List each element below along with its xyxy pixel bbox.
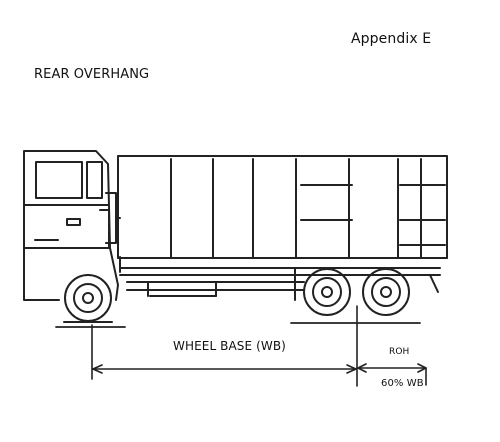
wheel-icon — [303, 268, 351, 316]
ground-line — [55, 322, 421, 328]
rear-overhang-label: ROH — [389, 347, 410, 357]
wheel-icon — [362, 268, 410, 316]
rear-overhang-dimension — [357, 363, 427, 386]
truck-body — [117, 155, 448, 273]
appendix-label: Appendix E — [351, 31, 432, 47]
rear-overhang-limit: 60% WB — [381, 378, 424, 389]
wheel-icon — [63, 274, 113, 323]
truck-cab — [23, 150, 119, 301]
truck-chassis — [119, 267, 441, 301]
wheel-base-label: WHEEL BASE (WB) — [173, 339, 286, 353]
wheel-base-dimension — [91, 305, 358, 387]
diagram-title: REAR OVERHANG — [34, 67, 150, 82]
